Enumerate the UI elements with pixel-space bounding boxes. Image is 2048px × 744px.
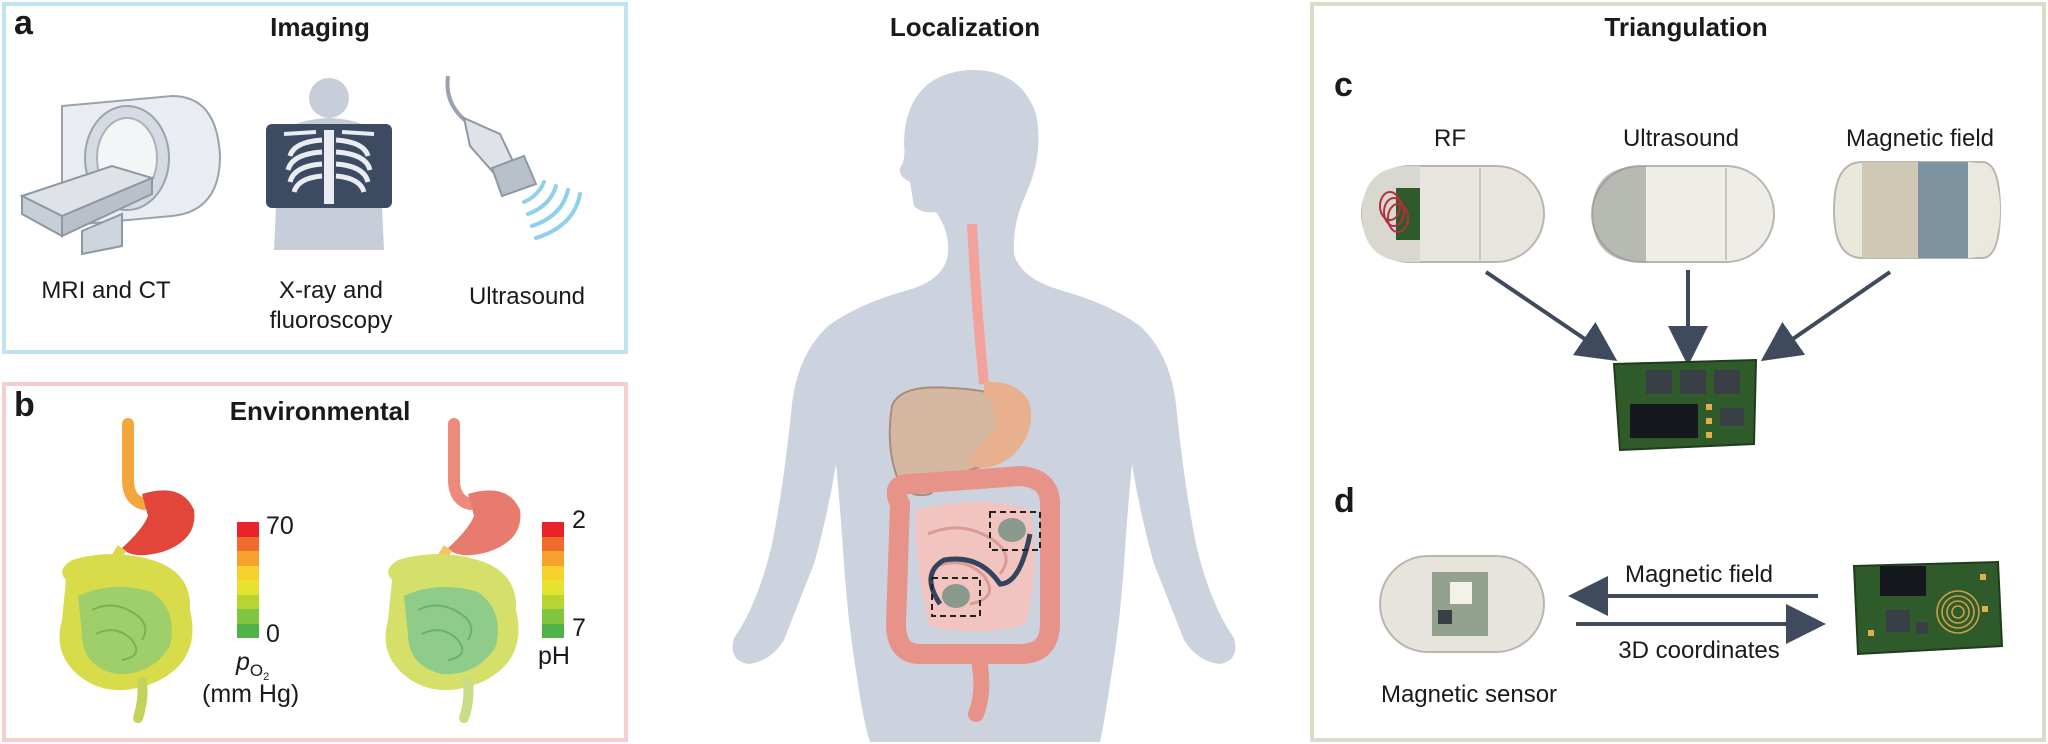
panel-letter-a: a (14, 4, 33, 42)
rf-arrow (1484, 270, 1618, 361)
ultrasound-capsule-label: Ultrasound (1622, 125, 1740, 152)
po2-scale-max: 70 (266, 512, 294, 540)
ph-color-scale (542, 522, 564, 638)
po2-unit-sub: O (249, 661, 264, 680)
scale-segment (542, 609, 564, 624)
mri-ct-label: MRI and CT (41, 277, 171, 304)
coordinates-arrow-label: 3D coordinates (1618, 637, 1780, 664)
xray-chest-icon (266, 78, 392, 250)
receiver-circuit-board (1612, 358, 1758, 452)
magnetic-field-label: Magnetic field (1845, 125, 1995, 152)
scale-segment (542, 623, 564, 638)
po2-unit-line2: (mm Hg) (202, 680, 300, 708)
scale-segment (237, 536, 259, 551)
mri-ct-scanner-icon (19, 94, 222, 256)
po2-unit-sub2: 2 (263, 671, 270, 683)
rf-label: RF (1434, 125, 1466, 152)
coil-circuit-board (1852, 560, 2004, 656)
bidirectional-arrows (1568, 576, 1826, 644)
scale-segment (542, 565, 564, 580)
scale-segment (542, 551, 564, 566)
scale-segment (237, 623, 259, 638)
scale-segment (542, 536, 564, 551)
rf-capsule (1361, 165, 1545, 263)
scale-segment (542, 594, 564, 609)
triangulation-arrows (1484, 270, 1892, 366)
scale-segment (237, 580, 259, 595)
environmental-panel (2, 382, 628, 742)
po2-unit-prefix: p (236, 648, 250, 676)
po2-scale-min: 0 (266, 620, 280, 648)
ph-scale-bottom: 7 (572, 614, 586, 642)
triangulation-title: Triangulation (1604, 12, 1768, 42)
gi-tract-ph-map (385, 418, 521, 723)
magnetic-sensor-label: Magnetic sensor (1380, 681, 1558, 708)
environmental-title: Environmental (229, 396, 411, 426)
panel-letter-b: b (14, 386, 35, 424)
panel-letter-d: d (1334, 482, 1355, 520)
ph-scale-top: 2 (572, 506, 586, 534)
magnetic-field-arrow-label: Magnetic field (1624, 561, 1774, 588)
ph-unit: pH (538, 642, 570, 670)
scale-segment (237, 565, 259, 580)
magnetic-sensor-capsule (1379, 555, 1545, 653)
scale-segment (237, 594, 259, 609)
po2-unit-symbol: pO2 (236, 648, 269, 683)
magnetic-capsule (1832, 161, 2002, 259)
imaging-panel (2, 2, 628, 354)
scale-segment (542, 522, 564, 537)
scale-segment (237, 609, 259, 624)
gi-tract-po2-map (59, 418, 195, 723)
panel-letter-c: c (1334, 66, 1353, 104)
localization-title: Localization (889, 12, 1041, 42)
ultrasound-label: Ultrasound (468, 283, 586, 310)
scale-segment (237, 522, 259, 537)
ultrasound-probe-icon (445, 75, 582, 240)
scale-segment (542, 580, 564, 595)
ultrasound-capsule (1591, 165, 1775, 263)
xray-fluoroscopy-label: X-ray and fluoroscopy (269, 277, 393, 334)
human-body-silhouette (732, 69, 1236, 742)
triangulation-panel (1310, 2, 2046, 742)
imaging-title: Imaging (270, 12, 370, 42)
scale-segment (237, 551, 259, 566)
magnetic-arrow (1760, 270, 1892, 362)
po2-color-scale (237, 522, 259, 638)
